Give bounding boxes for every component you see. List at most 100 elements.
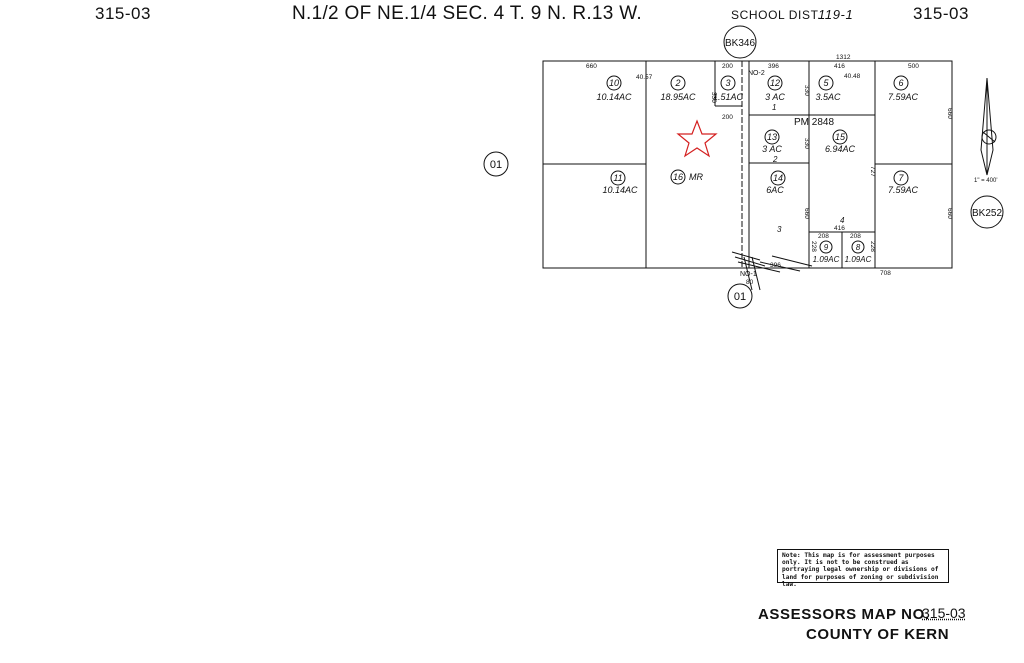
assessors-map-label: ASSESSORS MAP NO. bbox=[758, 606, 930, 623]
parcel-number: 10 bbox=[609, 78, 619, 88]
parcel-circle bbox=[610, 170, 626, 186]
hatch-mark bbox=[759, 261, 801, 272]
parcel-number: 16 bbox=[673, 172, 683, 182]
dimension-label: 228 bbox=[869, 241, 876, 252]
parcel-area: 3 AC bbox=[762, 144, 782, 154]
dimension-label: 200 bbox=[722, 63, 733, 70]
parcel-number: 3 bbox=[725, 78, 730, 88]
book-ref-top: BK346 bbox=[725, 38, 755, 49]
lot-label: 3 bbox=[777, 225, 782, 234]
dimension-label: 396 bbox=[768, 63, 779, 70]
disclaimer-note: Note: This map is for assessment purpose… bbox=[777, 549, 949, 588]
dimension-label: 200 bbox=[722, 114, 733, 121]
dimension-label: 330 bbox=[803, 85, 810, 96]
parcel-number: 9 bbox=[824, 243, 829, 252]
dimension-label: 208 bbox=[850, 233, 861, 240]
hatch-mark bbox=[771, 255, 813, 267]
dimension-label: 330 bbox=[803, 138, 810, 149]
parcel-area: 10.14AC bbox=[596, 92, 632, 102]
parcel-area: 6AC bbox=[766, 185, 784, 195]
parcel-area: 6.94AC bbox=[825, 144, 856, 154]
dimension-label: 416 bbox=[834, 225, 845, 232]
parcel-circle bbox=[764, 129, 780, 145]
dimension-label: 228 bbox=[810, 241, 817, 252]
parcel-number: 14 bbox=[773, 173, 783, 183]
road-line bbox=[751, 256, 761, 291]
dimension-label: 500 bbox=[908, 63, 919, 70]
parcel-circle bbox=[832, 129, 848, 145]
county-name: COUNTY OF KERN bbox=[806, 626, 950, 643]
dimension-label: 727 bbox=[869, 166, 876, 177]
parcel-number: 11 bbox=[613, 173, 622, 183]
parcel-area: 1.09AC bbox=[813, 255, 840, 264]
parcel-number: 7 bbox=[898, 173, 904, 183]
parcel-circle bbox=[670, 75, 686, 91]
dimension-label: 660 bbox=[803, 208, 810, 219]
adjacent-page-bottom: 01 bbox=[734, 291, 746, 303]
map-title: N.1/2 OF NE.1/4 SEC. 4 T. 9 N. R.13 W. bbox=[292, 3, 643, 24]
lot-label: NO-2 bbox=[748, 70, 765, 77]
lot-label: 2 bbox=[772, 155, 778, 164]
adjacent-page-circle bbox=[483, 151, 509, 177]
dimension-label: 660 bbox=[946, 208, 953, 219]
scale-label: 1" = 400' bbox=[974, 178, 997, 184]
dimension-label: 330 bbox=[710, 92, 717, 103]
hatch-mark bbox=[737, 261, 781, 273]
book-ref-right: BK252 bbox=[972, 208, 1002, 219]
parcel-number: 8 bbox=[856, 243, 861, 252]
parcel-circle bbox=[770, 170, 786, 186]
parcel-circle bbox=[818, 75, 834, 91]
parcel-circle bbox=[720, 75, 736, 91]
school-district-value: 119-1 bbox=[818, 7, 854, 22]
parcel-area: 10.14AC bbox=[602, 185, 638, 195]
lot-label: 1 bbox=[772, 103, 776, 112]
parcel-area: 1.51AC bbox=[713, 92, 744, 102]
parcel-map-label: PM 2848 bbox=[794, 117, 834, 128]
parcel-number: 5 bbox=[823, 78, 829, 88]
dimension-label: 396 bbox=[770, 262, 781, 269]
parcel-circle bbox=[767, 75, 783, 91]
assessors-map-number: 315-03 bbox=[922, 605, 966, 621]
parcel-number: 12 bbox=[770, 78, 780, 88]
dimension-label: 40.57 bbox=[636, 74, 653, 81]
parcel-area: 7.59AC bbox=[888, 92, 919, 102]
dimension-label: 416 bbox=[834, 63, 845, 70]
dimension-label: 660 bbox=[586, 63, 597, 70]
parcel-area: MR bbox=[689, 172, 703, 182]
parcel-circle bbox=[893, 75, 909, 91]
hatch-mark bbox=[734, 256, 766, 267]
parcel-area: 18.95AC bbox=[660, 92, 696, 102]
parcel-area: 3.5AC bbox=[815, 92, 841, 102]
book-number-right: 315-03 bbox=[913, 4, 969, 23]
hatch-mark bbox=[731, 251, 761, 261]
book-ref-circle bbox=[970, 195, 1004, 229]
lot-label: NO-1 bbox=[740, 271, 757, 278]
parcel-number: 6 bbox=[898, 78, 903, 88]
lot-label: 4 bbox=[840, 216, 845, 225]
road-line bbox=[743, 256, 753, 291]
star-marker-icon bbox=[676, 119, 718, 158]
parcel-number: 2 bbox=[674, 78, 680, 88]
dimension-label: 40.48 bbox=[844, 73, 861, 80]
parcel-circle bbox=[893, 170, 909, 186]
dimension-label: 1312 bbox=[836, 54, 851, 61]
book-number-left: 315-03 bbox=[95, 4, 151, 23]
dimension-label: 208 bbox=[818, 233, 829, 240]
adjacent-page-left: 01 bbox=[490, 159, 502, 171]
dimension-label: 708 bbox=[880, 270, 891, 277]
parcel-circle bbox=[606, 75, 622, 91]
parcel-number: 15 bbox=[835, 132, 846, 142]
parcel-area: 3 AC bbox=[765, 92, 785, 102]
parcel-area: 1.09AC bbox=[845, 255, 872, 264]
dimension-label: 80 bbox=[746, 279, 754, 286]
parcel-number: 13 bbox=[767, 132, 777, 142]
north-arrow-icon bbox=[980, 77, 997, 176]
parcel-area: 7.59AC bbox=[888, 185, 919, 195]
adjacent-page-circle bbox=[727, 283, 753, 309]
parcel-circle bbox=[670, 169, 686, 185]
parcel-circle bbox=[851, 240, 865, 254]
parcel-circle bbox=[819, 240, 833, 254]
school-district-label: SCHOOL DIST. bbox=[731, 8, 822, 22]
dimension-label: 660 bbox=[946, 108, 953, 119]
